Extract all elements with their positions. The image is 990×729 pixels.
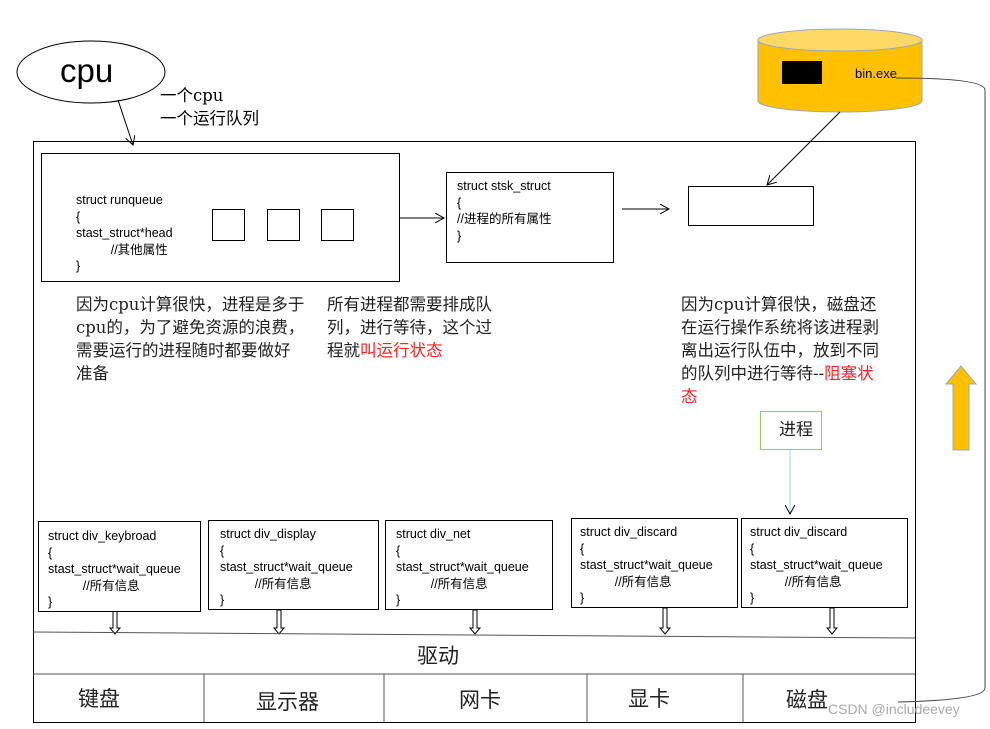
- cpu-label: cpu: [60, 52, 114, 89]
- paragraph-blocked-state: 因为cpu计算很快，磁盘还在运行操作系统将该进程剥离出运行队伍中，放到不同的队列…: [681, 295, 879, 406]
- driver-top-line: [32, 631, 916, 639]
- process-label: 进程: [779, 420, 813, 440]
- hardware-disk: 磁盘: [786, 688, 828, 712]
- hardware-network-card: 网卡: [459, 688, 501, 712]
- watermark: CSDN @includeevey: [828, 701, 960, 717]
- task-struct-box: struct stsk_struct{//进程的所有属性}: [446, 172, 614, 263]
- driver-label: 驱动: [417, 644, 459, 668]
- kernel-frame: [33, 141, 916, 723]
- queue-node: [212, 209, 245, 241]
- disk-cylinder: [757, 28, 923, 113]
- hardware-graphics-card: 显卡: [628, 687, 670, 711]
- driver-arrows: [108, 607, 839, 635]
- device-struct-discard-1: struct div_discard{stast_struct*wait_que…: [571, 518, 738, 608]
- runqueue-code: struct runqueue{stast_struct*head //其他属性…: [76, 193, 173, 273]
- hardware-display: 显示器: [256, 690, 319, 714]
- up-arrow-icon: [944, 365, 978, 451]
- hardware-keyboard: 键盘: [78, 687, 120, 711]
- paragraph-running-state: 所有进程都需要排成队列，进行等待，这个过程就叫运行状态: [327, 295, 492, 360]
- disk-file-label: bin.exe: [855, 66, 897, 81]
- process-box: [688, 186, 814, 226]
- device-struct-net: struct div_net{stast_struct*wait_queue /…: [385, 520, 553, 610]
- device-struct-discard-2: struct div_discard{stast_struct*wait_que…: [741, 518, 908, 608]
- cpu-ellipse: [16, 40, 166, 104]
- disk-return-line: [895, 77, 986, 703]
- device-struct-keyboard: struct div_keybroad{stast_struct*wait_qu…: [38, 521, 201, 612]
- process-label-box: 进程: [760, 411, 822, 450]
- disk-to-process-arrow: [767, 111, 841, 185]
- cpu-note-1: 一个cpu: [160, 86, 224, 105]
- paragraph-cpu-fast: 因为cpu计算很快，进程是多于cpu的，为了避免资源的浪费，需要运行的进程随时都…: [76, 295, 305, 383]
- cpu-arrow: [117, 99, 133, 145]
- queue-node: [321, 209, 354, 241]
- hardware-dividers: [203, 674, 744, 722]
- device-struct-display: struct div_display{stast_struct*wait_que…: [208, 520, 379, 610]
- cpu-note-2: 一个运行队列: [160, 109, 259, 128]
- queue-node: [267, 209, 300, 241]
